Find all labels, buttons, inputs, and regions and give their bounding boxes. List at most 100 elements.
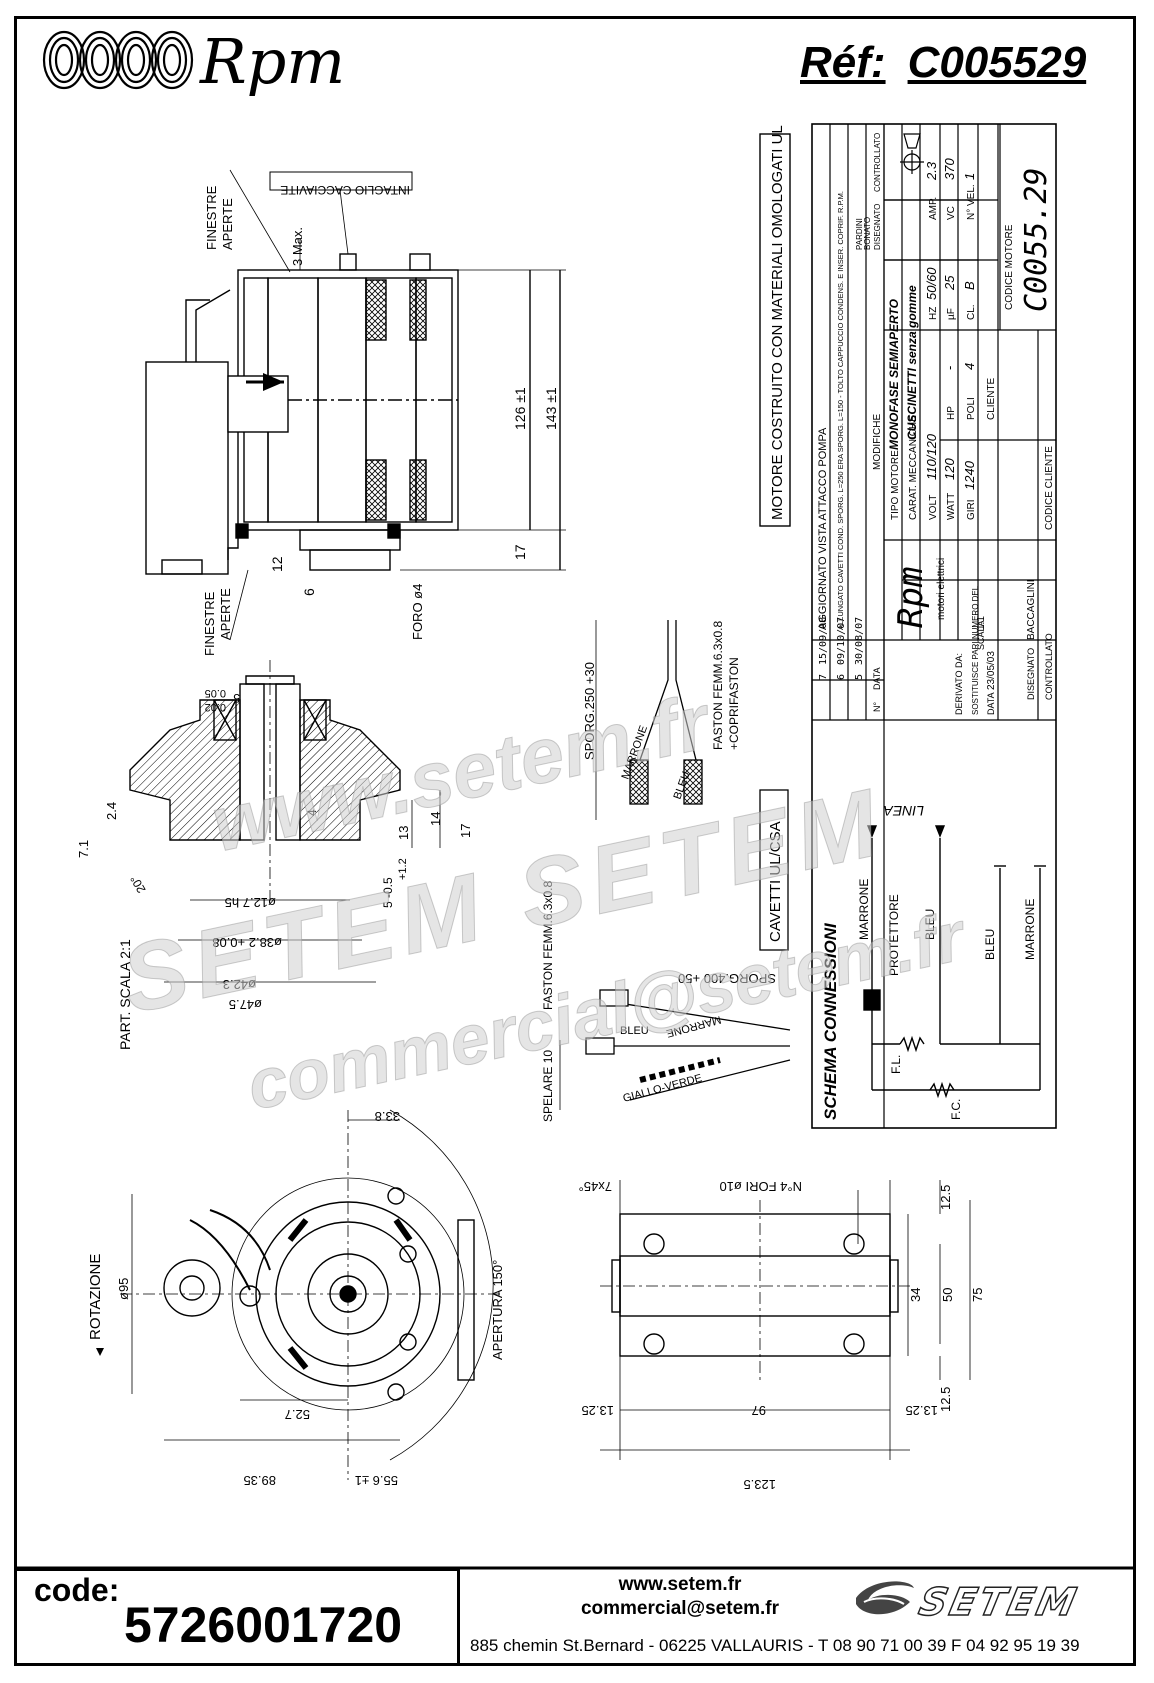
pulley-dim-2: 0.02 bbox=[205, 701, 226, 713]
capacitor-body bbox=[145, 361, 229, 575]
schema-title: SCHEMA CONNESSIONI bbox=[821, 922, 840, 1120]
setem-brand-logo: SETEM bbox=[915, 1579, 1084, 1625]
base-d12-5b: 12.5 bbox=[938, 1387, 953, 1412]
poli-value: 4 bbox=[962, 363, 977, 370]
pulley-dim-7: 13 bbox=[396, 826, 411, 840]
front-apertura: APERTURA 150° bbox=[490, 1260, 505, 1360]
motor-side-view bbox=[145, 169, 566, 641]
svg-text:N° VEL.: N° VEL. bbox=[966, 184, 977, 220]
motor-base-view bbox=[600, 1180, 971, 1460]
rotazione-label: ROTAZIONE bbox=[87, 1254, 104, 1340]
giri-value: 1240 bbox=[962, 460, 977, 490]
aperte-top-label: APERTE bbox=[220, 198, 235, 250]
cavetti-label: CAVETTI UL/CSA bbox=[767, 821, 784, 942]
pulley-dim-6: 4 bbox=[305, 809, 319, 816]
titleblock-brand: Rpm bbox=[891, 567, 931, 628]
schema-bleu: BLEU bbox=[923, 909, 937, 940]
capacitor-leads bbox=[185, 289, 231, 362]
vertical-note: MOTORE COSTRUITO CON MATERIALI OMOLOGATI… bbox=[769, 125, 786, 520]
dim-143: 143 ±1 bbox=[543, 387, 559, 430]
finestre-top-label: FINESTRE bbox=[204, 185, 219, 250]
mod-row-6-text: ALLUNGATO CAVETTI COND. SPORG. L=250 ERA… bbox=[836, 191, 845, 630]
pulley-dim-14: ø42.3 bbox=[223, 977, 256, 992]
lead2-spelare: SPELARE 10 bbox=[541, 1050, 555, 1122]
base-d13-25b: 13.25 bbox=[905, 1403, 938, 1418]
codice-motore-value: C0055.29 bbox=[1019, 168, 1054, 313]
base-d50: 50 bbox=[940, 1288, 955, 1302]
intaglio-box bbox=[269, 171, 413, 191]
front-d33-8: 33.8 bbox=[375, 1109, 400, 1124]
dim-126: 126 ±1 bbox=[512, 387, 528, 430]
lead-coprifaston: +COPRIFASTON bbox=[727, 657, 741, 750]
finestre-bottom-label: FINESTRE bbox=[202, 591, 217, 656]
website-link[interactable]: www.setem.fr bbox=[618, 1574, 742, 1595]
svg-text:POLI: POLI bbox=[966, 397, 977, 420]
base-d75: 75 bbox=[970, 1288, 985, 1302]
codice-motore-label: CODICE MOTORE bbox=[1004, 224, 1015, 310]
disegnato-value: BACCAGLINI bbox=[1026, 579, 1037, 640]
vertical-note-box bbox=[759, 133, 791, 527]
tipo-motore-value: MONOFASE SEMIAPERTO bbox=[887, 298, 901, 450]
svg-text:CL.: CL. bbox=[966, 304, 977, 320]
ref-value: C005529 bbox=[907, 38, 1087, 87]
uf-value: 25 bbox=[942, 275, 957, 291]
schema-fc: F.C. bbox=[949, 1099, 963, 1120]
lead-faston: FASTON FEMM.6.3x0.8 bbox=[711, 621, 725, 750]
rotation-arrow-icon bbox=[96, 1348, 104, 1356]
signature-bonato: BONATO bbox=[863, 217, 872, 250]
front-d89-35: 89.35 bbox=[243, 1473, 276, 1488]
cliente-label: CLIENTE bbox=[986, 377, 997, 420]
svg-text:HP: HP bbox=[946, 406, 957, 420]
vc-value: 370 bbox=[942, 158, 957, 180]
svg-text:HZ: HZ bbox=[928, 307, 939, 320]
foro-label: FORO ø4 bbox=[410, 584, 425, 640]
front-d52-7: 52.7 bbox=[285, 1407, 310, 1422]
rpm-coil-logo bbox=[42, 30, 194, 90]
brand-logo-text: Rpm bbox=[200, 25, 346, 98]
svg-text:AMP.: AMP. bbox=[928, 197, 939, 220]
title-block bbox=[811, 123, 1057, 1129]
schema-protettore: PROTETTORE bbox=[887, 894, 901, 976]
setem-swoosh-icon bbox=[856, 1581, 914, 1615]
cl-value: B bbox=[962, 281, 977, 290]
leads-view-1 bbox=[595, 620, 703, 820]
pulley-dim-1: 0.05 bbox=[205, 687, 226, 699]
capacitor-cap bbox=[161, 559, 203, 575]
linea-label: LINEA bbox=[884, 803, 924, 819]
scala-value: 1:1 bbox=[976, 616, 987, 630]
reference-number: Réf: C005529 bbox=[800, 38, 1086, 88]
derivato-label: DERIVATO DA: bbox=[954, 653, 964, 715]
mod-row-7-date: 15/09/08 bbox=[818, 617, 829, 665]
sostituisce-label: SOSTITUISCE PARI NUMERO DEL bbox=[971, 585, 980, 715]
pulley-dim-13: ø38.2 +0.08 bbox=[212, 935, 282, 950]
data-label: DATA bbox=[986, 692, 996, 715]
motor-front-view bbox=[120, 1109, 500, 1480]
pulley-dim-15: ø47.5 bbox=[229, 997, 262, 1012]
dim-17: 17 bbox=[512, 544, 528, 560]
pulley-dim-3: 2.4 bbox=[104, 802, 119, 820]
data-value: 23/05/03 bbox=[986, 651, 997, 690]
base-chamfer: 7x45° bbox=[579, 1179, 612, 1194]
codice-cliente-label: CODICE CLIENTE bbox=[1044, 446, 1055, 530]
max3-label: 3 Max. bbox=[290, 227, 305, 266]
svg-text:µF: µF bbox=[946, 308, 957, 320]
ref-label: Réf: bbox=[800, 38, 886, 87]
tipo-motore-label: TIPO MOTORE bbox=[890, 450, 901, 520]
pulley-partial-view bbox=[129, 660, 441, 983]
address-line: 885 chemin St.Bernard - 06225 VALLAURIS … bbox=[470, 1636, 1080, 1655]
volt-value: 110/120 bbox=[924, 433, 939, 480]
base-d12-5a: 12.5 bbox=[938, 1185, 953, 1210]
base-d123-5: 123.5 bbox=[743, 1477, 776, 1492]
lead-sporg: SPORG.250 +30 bbox=[582, 662, 597, 760]
mod-row-6-n: 6 bbox=[836, 674, 847, 680]
carat-label: CARAT. MECCANICHE bbox=[908, 415, 919, 520]
watt-value: 120 bbox=[942, 458, 957, 480]
schema-marrone2: MARRONE bbox=[1023, 899, 1037, 960]
email-link[interactable]: commercial@setem.fr bbox=[580, 1598, 780, 1619]
aperte-bottom-label: APERTE bbox=[218, 588, 233, 640]
pulley-dim-8: 14 bbox=[428, 812, 443, 826]
drawing-frame bbox=[14, 16, 1136, 1666]
mod-row-5-n: 5 bbox=[854, 674, 865, 680]
intaglio-label: INTAGLIO CACCIAVITE bbox=[280, 183, 410, 197]
lead2-bleu: BLEU bbox=[620, 1025, 649, 1037]
